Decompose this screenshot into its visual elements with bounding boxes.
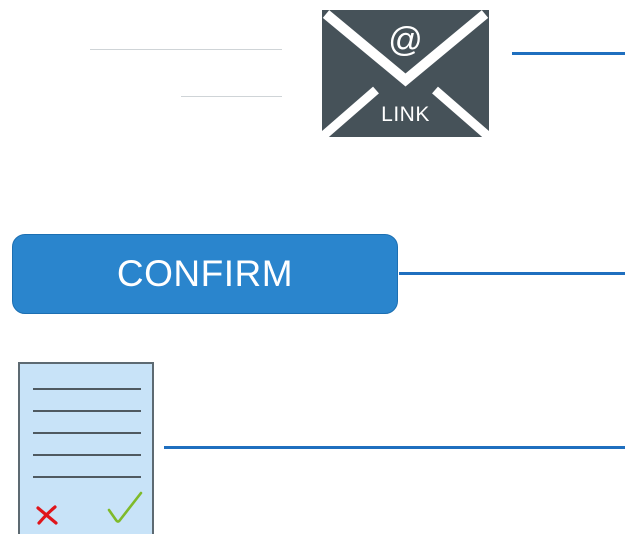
connector-line-confirm bbox=[399, 272, 625, 275]
email-link-icon: @ LINK bbox=[322, 10, 489, 137]
document-text-line bbox=[33, 388, 141, 390]
placeholder-line bbox=[90, 49, 282, 50]
connector-line-email bbox=[512, 52, 625, 55]
connector-line-document bbox=[164, 446, 625, 449]
cross-icon bbox=[36, 505, 58, 525]
document-icon bbox=[18, 362, 154, 534]
document-text-line bbox=[33, 410, 141, 412]
document-text-line bbox=[33, 476, 141, 478]
placeholder-line-short bbox=[181, 96, 282, 97]
envelope-graphic bbox=[322, 10, 489, 137]
check-icon bbox=[107, 491, 143, 523]
document-text-line bbox=[33, 432, 141, 434]
confirm-button[interactable]: CONFIRM bbox=[12, 234, 398, 314]
at-sign: @ bbox=[388, 21, 423, 59]
document-text-line bbox=[33, 454, 141, 456]
envelope-link-label: LINK bbox=[381, 103, 430, 126]
